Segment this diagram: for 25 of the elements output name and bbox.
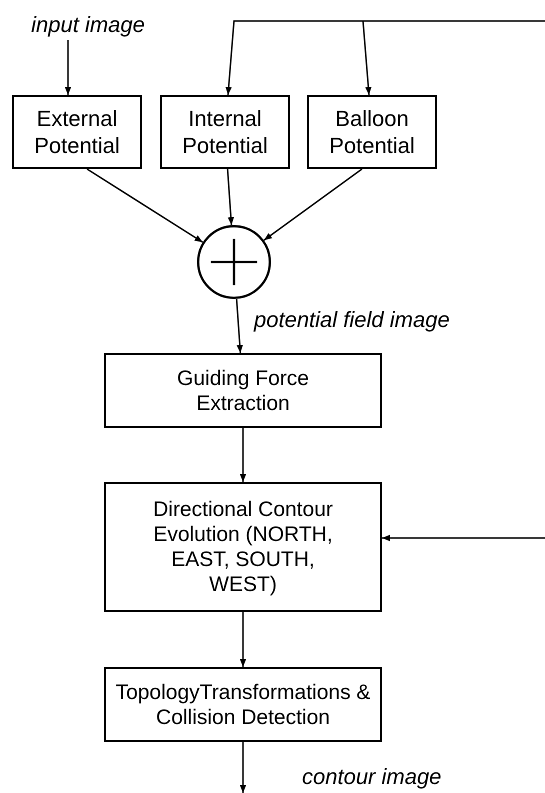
arrow — [86, 168, 204, 243]
process-box — [160, 95, 290, 169]
arrow — [382, 534, 545, 542]
box-text: Directional Contour Evolution (NORTH, EAST, SOUTH, WEST) — [152, 497, 334, 597]
process-box — [307, 95, 437, 169]
arrow — [225, 20, 545, 96]
box-text: TopologyTransformations & Collision Detection — [114, 680, 372, 730]
process-box — [104, 482, 382, 612]
box-text: Internal Potential — [181, 105, 269, 159]
process-box — [104, 353, 382, 428]
arrow — [240, 612, 246, 667]
process-box — [12, 95, 142, 169]
summing-junction — [197, 225, 271, 299]
input-label: input image — [31, 10, 145, 39]
box-text: Balloon Potential — [328, 105, 416, 159]
arrow — [264, 168, 362, 241]
arrow — [64, 40, 72, 95]
arrow — [240, 742, 246, 793]
arrow — [362, 20, 372, 96]
box-text: Guiding Force Extraction — [176, 366, 310, 416]
arrow — [240, 428, 246, 482]
arrow — [226, 168, 234, 226]
process-box — [104, 667, 382, 742]
arrow — [236, 298, 243, 354]
box-text: External Potential — [33, 105, 121, 159]
